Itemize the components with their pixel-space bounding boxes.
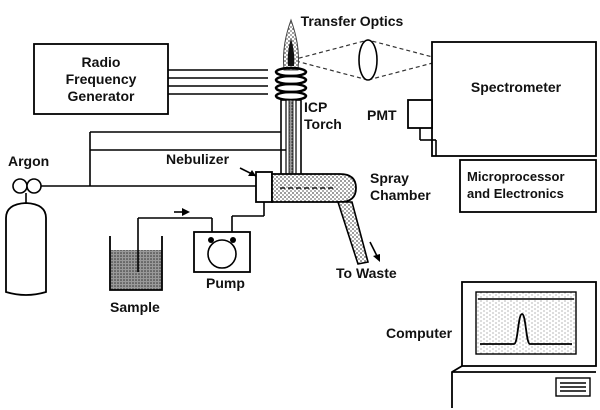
rf-label-line-2: Frequency <box>66 71 137 87</box>
computer-label: Computer <box>386 325 453 341</box>
microprocessor-box: Microprocessor and Electronics <box>459 159 597 213</box>
pmt-box <box>407 99 433 129</box>
pump-rotor-icon <box>207 239 237 269</box>
spray-label-line-1: Spray <box>370 170 409 186</box>
valve-icon <box>26 178 42 194</box>
micro-label-line-2: and Electronics <box>467 186 564 201</box>
micro-label-line-1: Microprocessor <box>467 169 565 184</box>
argon-cylinder <box>5 178 47 296</box>
load-coil <box>274 66 308 102</box>
peristaltic-pump <box>193 202 265 273</box>
spray-chamber <box>271 173 380 265</box>
spectrometer-label: Spectrometer <box>471 79 562 95</box>
spectrometer: Spectrometer <box>407 41 597 157</box>
nebulizer <box>239 167 273 203</box>
rf-generator-box <box>33 43 169 115</box>
plasma-flame <box>283 18 299 71</box>
icp-label-line-2: Torch <box>304 116 342 132</box>
valve-icon <box>12 178 28 194</box>
spectrometer-box <box>431 41 597 157</box>
spray-label-line-2: Chamber <box>370 187 431 203</box>
computer <box>451 281 597 408</box>
rf-cables <box>168 69 268 95</box>
to-waste-label: To Waste <box>336 265 397 281</box>
transfer-optics: Transfer Optics <box>289 13 447 81</box>
pmt-label: PMT <box>367 107 397 123</box>
pmt-signal-lines <box>419 128 437 156</box>
rf-label-line-1: Radio <box>82 54 121 70</box>
argon-gas-lines <box>36 131 286 187</box>
argon-label: Argon <box>8 153 49 169</box>
icp-torch <box>280 99 302 179</box>
rf-generator: Radio Frequency Generator <box>33 43 169 115</box>
nebulizer-label: Nebulizer <box>166 151 230 167</box>
lens-icon <box>358 39 378 81</box>
rf-label-line-3: Generator <box>68 88 135 104</box>
pump-label: Pump <box>206 275 245 291</box>
icp-label-line-1: ICP <box>304 99 327 115</box>
sample-label: Sample <box>110 299 160 315</box>
sample-beaker <box>109 208 213 291</box>
spectrum-peak <box>480 313 572 345</box>
transfer-optics-label: Transfer Optics <box>301 13 404 29</box>
